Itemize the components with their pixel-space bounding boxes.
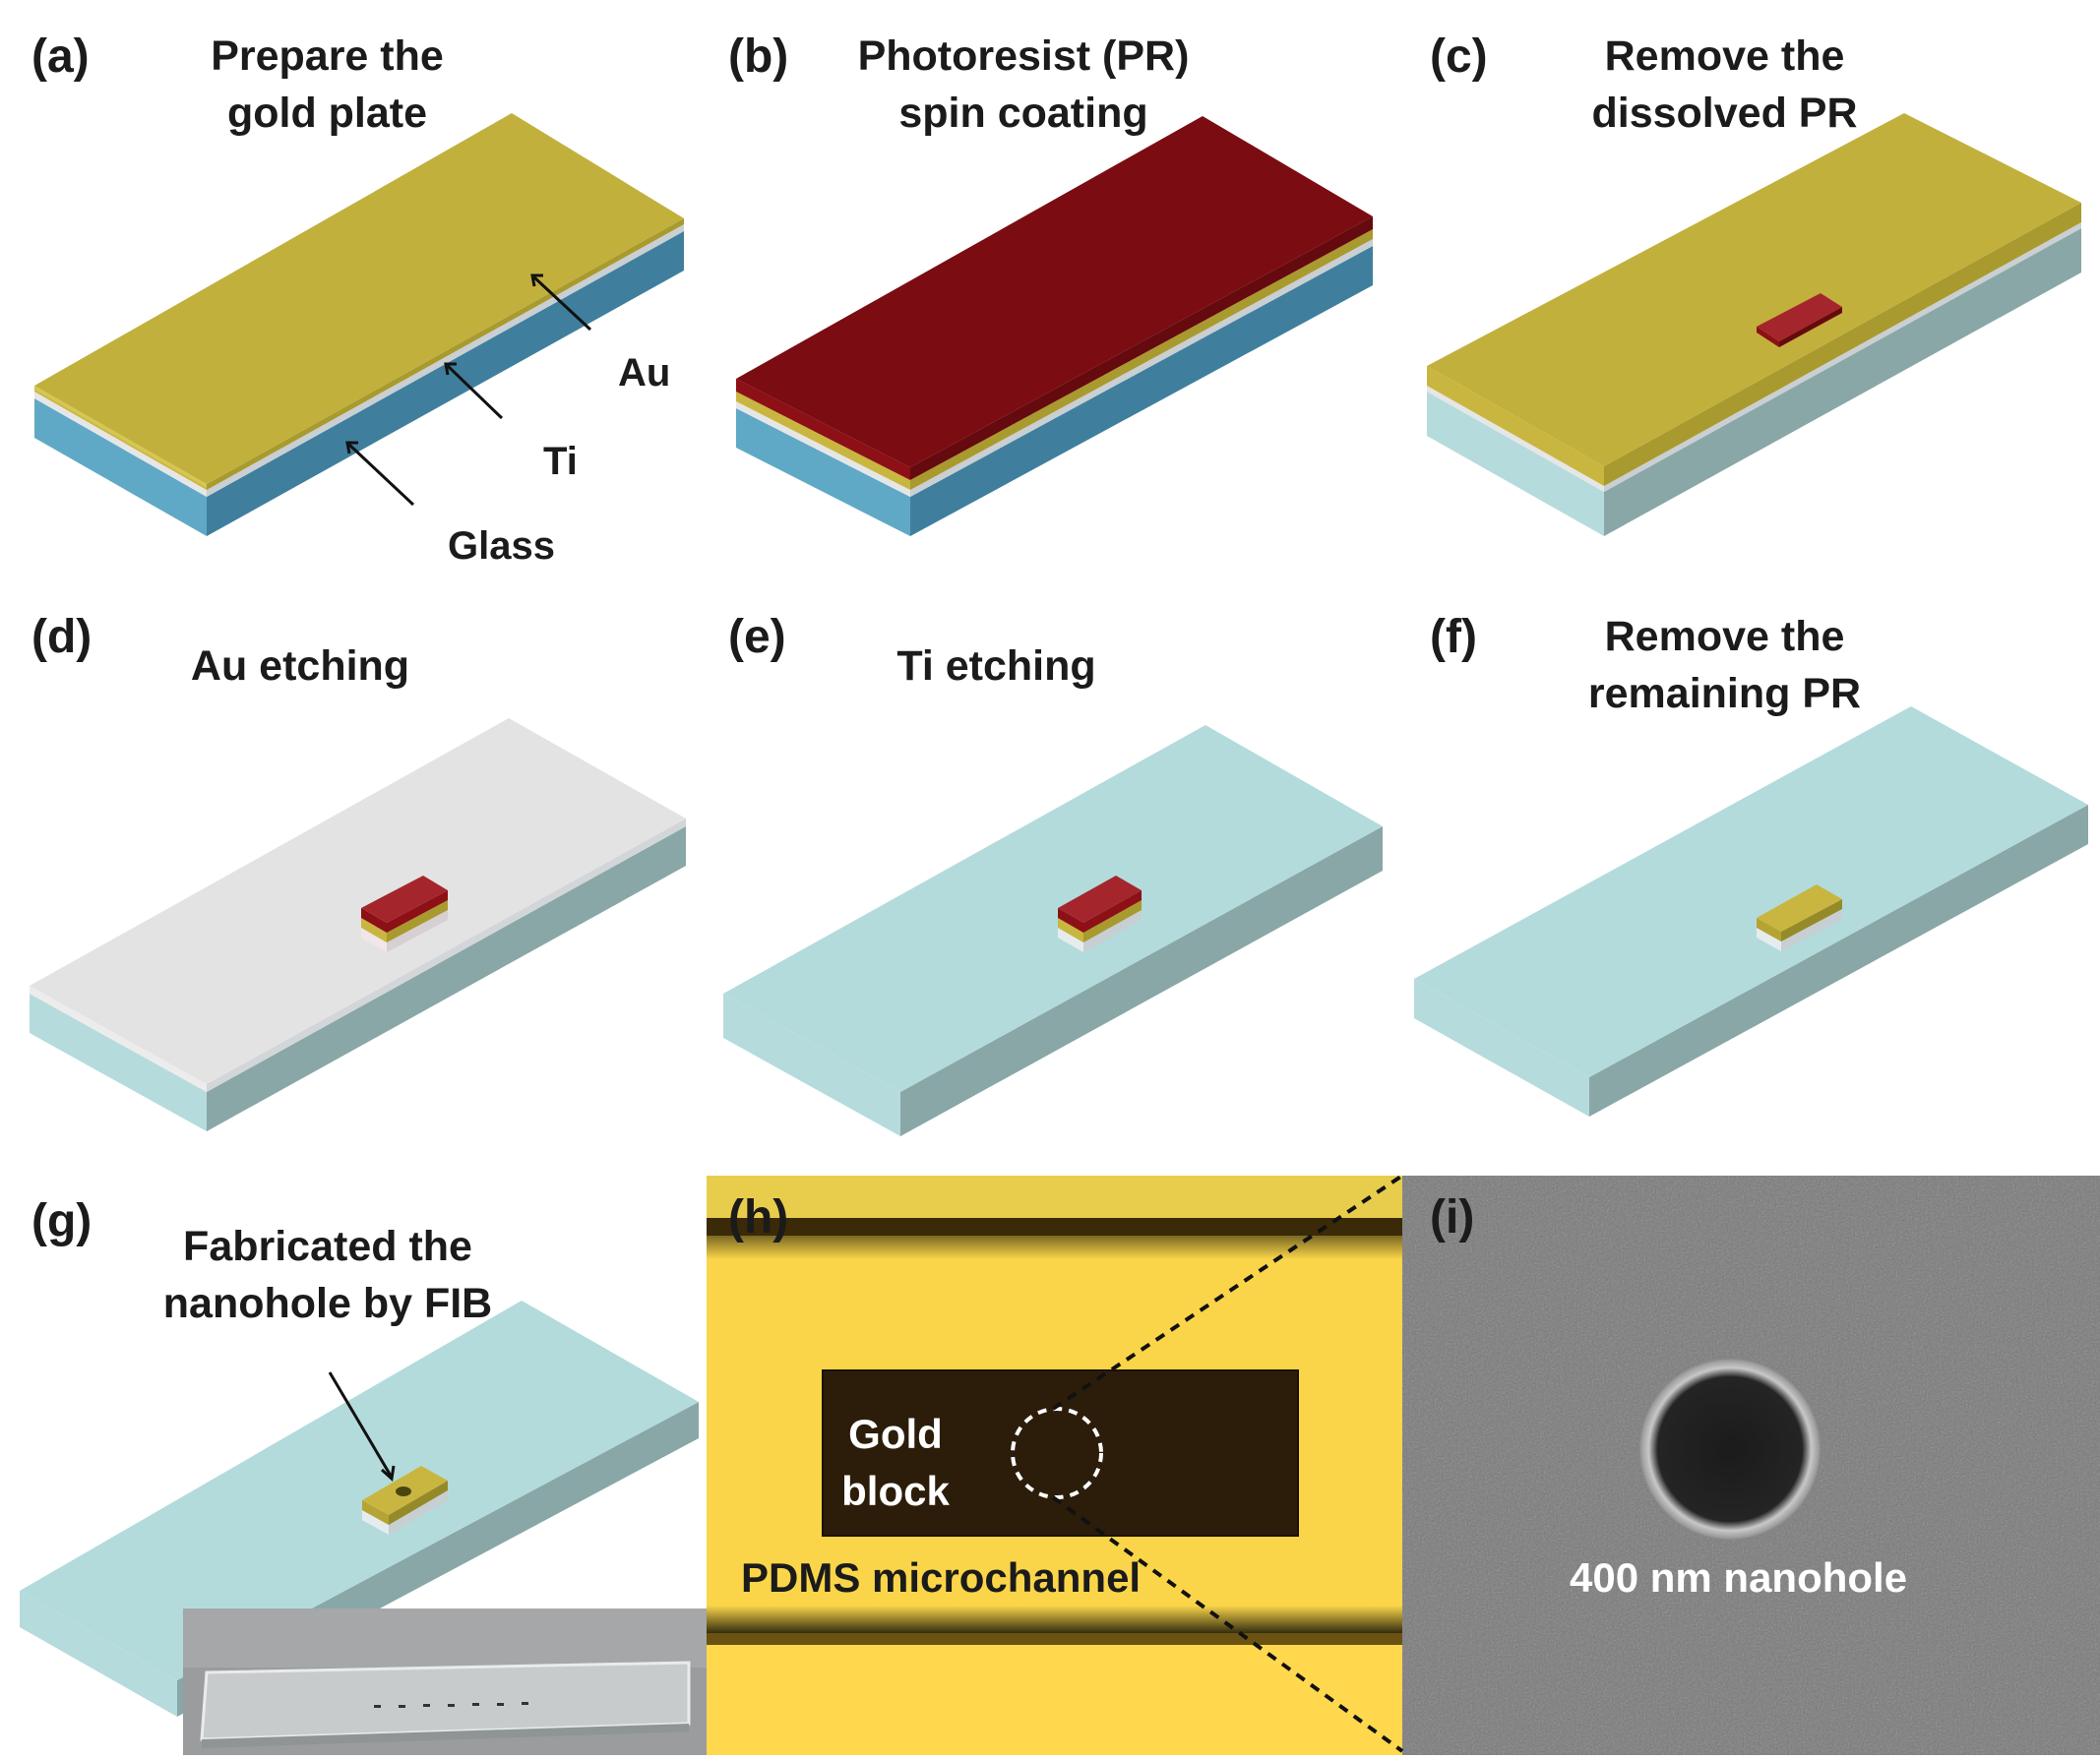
inset-bg-top: [183, 1608, 707, 1668]
title-line: Photoresist (PR): [846, 28, 1201, 85]
panel-h-label: (h): [728, 1190, 788, 1244]
nanohole: [1637, 1357, 1822, 1542]
block-label-line: Gold: [836, 1406, 955, 1463]
pdms-channel-label: PDMS microchannel: [741, 1554, 1141, 1602]
panel-a-diagram: [34, 113, 684, 536]
ti-layer-label: Ti: [543, 440, 578, 484]
title-line: dissolved PR: [1550, 85, 1899, 142]
panel-f-title: Remove the remaining PR: [1550, 608, 1899, 722]
panel-b-label: (b): [728, 30, 788, 84]
panel-g-label: (g): [31, 1194, 92, 1248]
title-line: Remove the: [1550, 28, 1899, 85]
panel-e-label: (e): [728, 610, 786, 664]
au-layer-label: Au: [618, 351, 670, 395]
panel-g-title: Fabricated the nanohole by FIB: [146, 1218, 510, 1332]
panel-f-label: (f): [1430, 610, 1477, 664]
title-line: nanohole by FIB: [146, 1275, 510, 1332]
title-line: Remove the: [1550, 608, 1899, 665]
title-line: Ti etching: [851, 637, 1142, 695]
panel-b-diagram: [736, 116, 1373, 536]
panel-c-label: (c): [1430, 30, 1488, 84]
panel-b-title: Photoresist (PR) spin coating: [846, 28, 1201, 142]
panel-d-label: (d): [31, 610, 92, 664]
panel-e-diagram: [723, 725, 1383, 1136]
panel-i-image: [1402, 1176, 2100, 1755]
panel-e-title: Ti etching: [851, 637, 1142, 695]
panel-h-image: [707, 1176, 1402, 1755]
gold-block-label: Gold block: [836, 1406, 955, 1520]
panel-a-label: (a): [31, 30, 90, 84]
bottom-channel-wall: [707, 1606, 1402, 1635]
panel-d-diagram: [30, 718, 686, 1131]
title-line: Prepare the: [157, 28, 497, 85]
nanohole-mark: [396, 1487, 411, 1496]
title-line: gold plate: [157, 85, 497, 142]
panel-c-diagram: [1427, 113, 2081, 536]
title-line: Fabricated the: [146, 1218, 510, 1275]
block-label-line: block: [836, 1463, 955, 1520]
glass-layer-label: Glass: [448, 524, 555, 569]
glass-arrow: [349, 445, 413, 505]
panel-i-label: (i): [1430, 1190, 1474, 1244]
title-line: remaining PR: [1550, 665, 1899, 722]
panel-c-title: Remove the dissolved PR: [1550, 28, 1899, 142]
nanohole-size-label: 400 nm nanohole: [1570, 1554, 1907, 1602]
panel-g-diagram: [20, 1301, 707, 1755]
panel-f-diagram: [1414, 706, 2088, 1117]
title-line: Au etching: [148, 637, 453, 695]
panel-d-title: Au etching: [148, 637, 453, 695]
title-line: spin coating: [846, 85, 1201, 142]
panel-a-title: Prepare the gold plate: [157, 28, 497, 142]
